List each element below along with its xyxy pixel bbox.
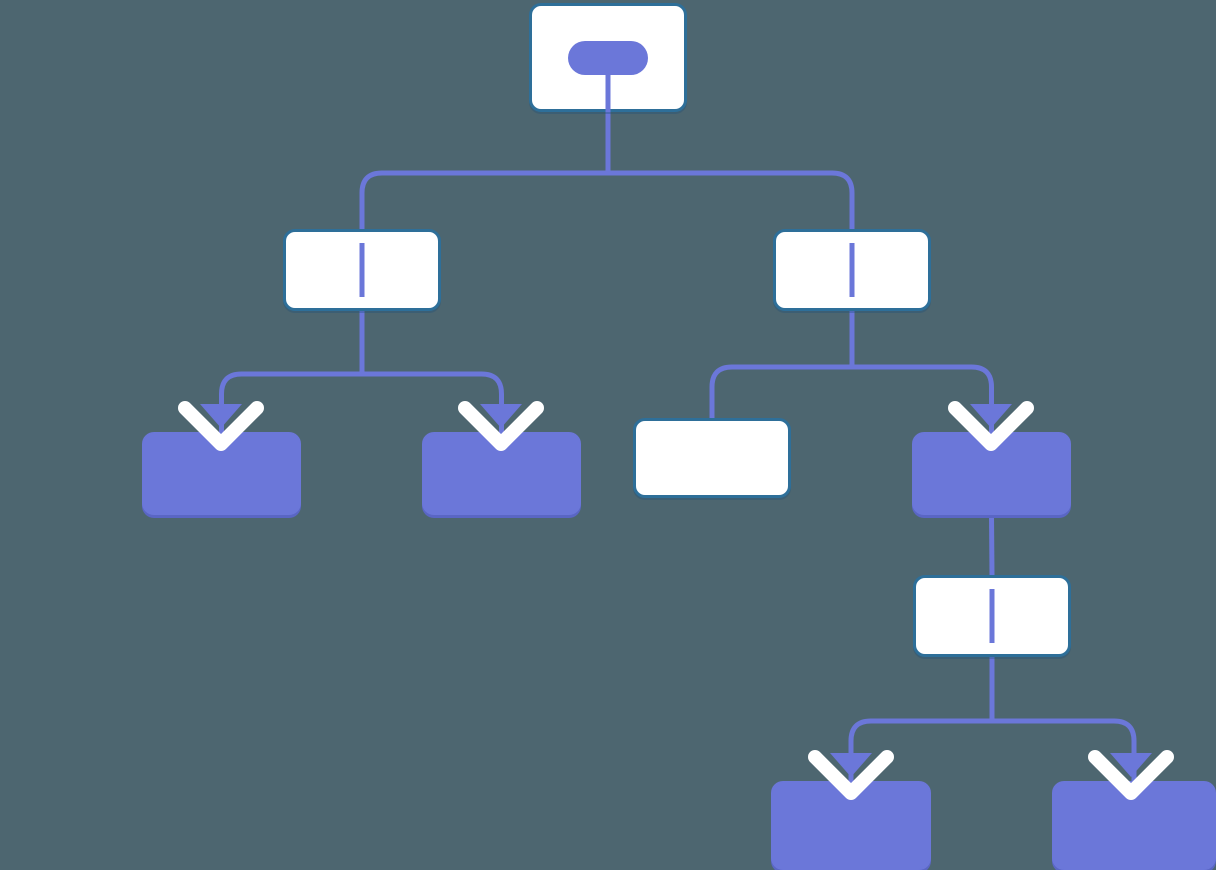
root-node[interactable] <box>529 3 687 112</box>
left-leaf-two[interactable] <box>422 432 581 515</box>
sub-branch-node[interactable] <box>913 575 1071 657</box>
right-child-filled[interactable] <box>912 432 1071 515</box>
bottom-leaf-right[interactable] <box>1052 781 1216 870</box>
left-leaf-one[interactable] <box>142 432 301 515</box>
root-node-pill <box>568 41 648 75</box>
left-branch-node[interactable] <box>283 229 441 311</box>
right-branch-node[interactable] <box>773 229 931 311</box>
right-child-white[interactable] <box>633 418 791 498</box>
bottom-leaf-left[interactable] <box>771 781 931 870</box>
